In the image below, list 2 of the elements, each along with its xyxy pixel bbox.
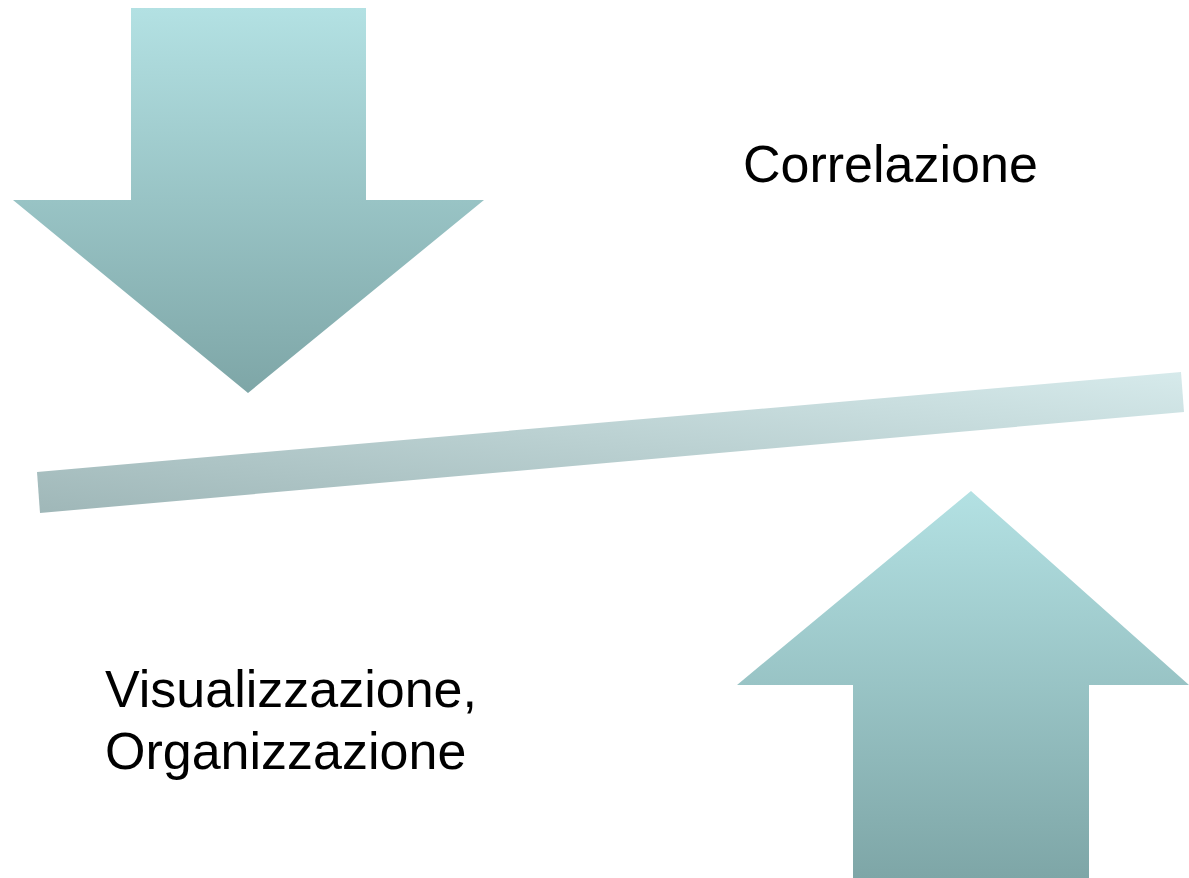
label-text: Visualizzazione, Organizzazione bbox=[105, 659, 478, 782]
label-text: Correlazione bbox=[743, 134, 1039, 195]
